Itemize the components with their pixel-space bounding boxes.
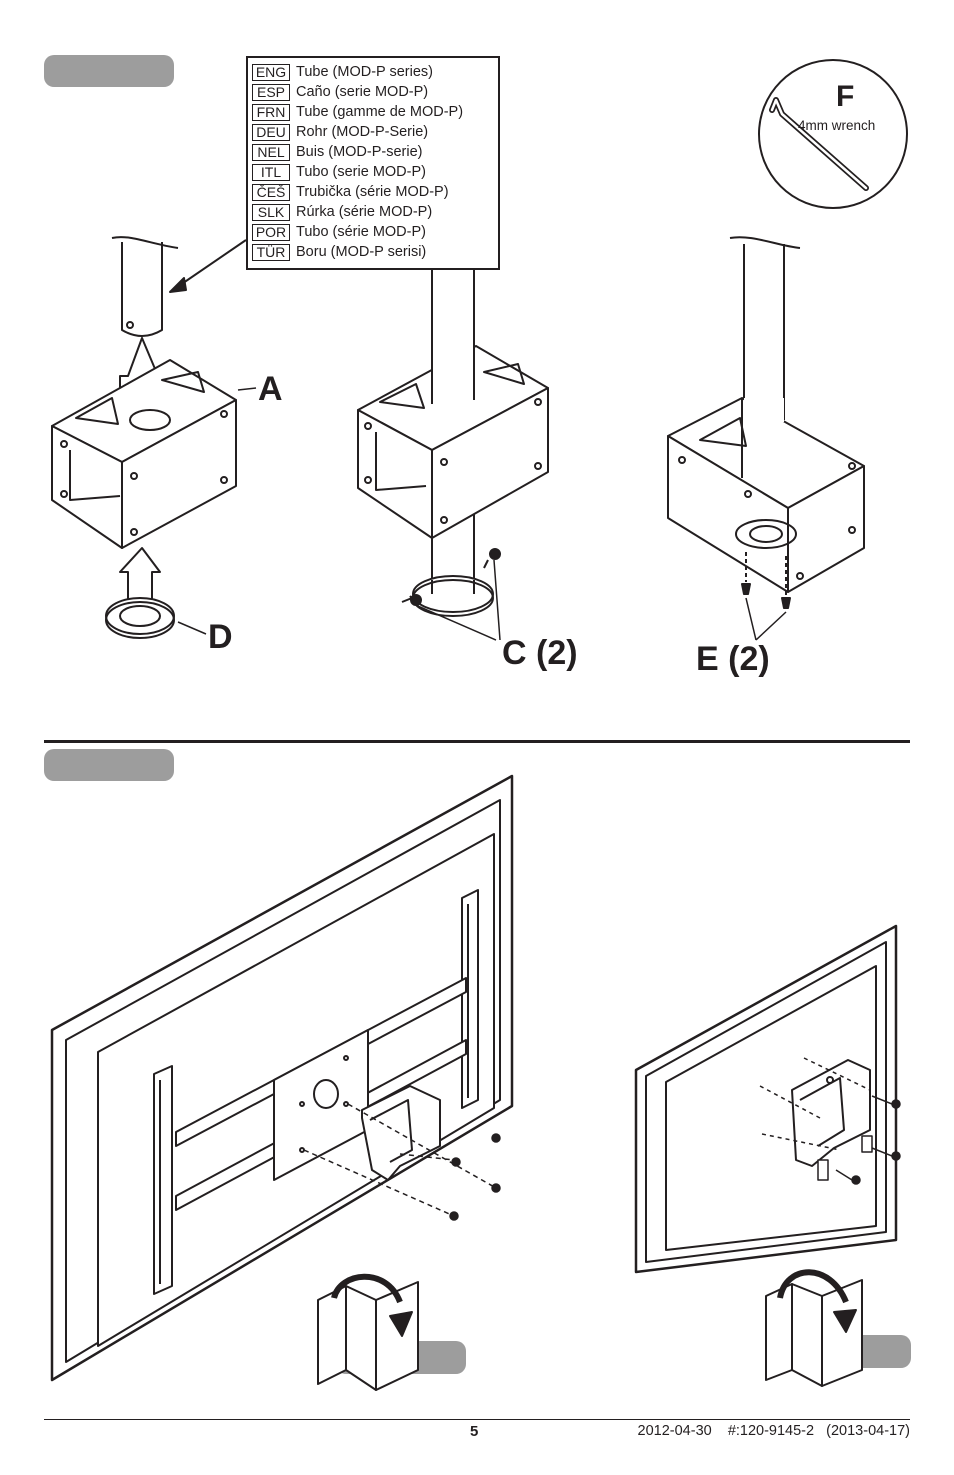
callout-e: E (2) xyxy=(696,640,770,678)
lang-text: Tubo (serie MOD-P) xyxy=(296,164,426,180)
translation-table: ENG Tube (MOD-P series) ESP Caño (serie MO… xyxy=(246,56,500,270)
vertical-rail-left xyxy=(153,1065,173,1295)
lang-row: POR Tubo (série MOD-P) xyxy=(252,222,426,242)
bracket-right xyxy=(791,1059,871,1167)
step-label-2 xyxy=(44,749,174,781)
lang-code: ITL xyxy=(252,163,290,181)
flip-icon-right xyxy=(765,1269,863,1387)
screws-small xyxy=(759,1057,901,1185)
lang-text: Boru (MOD-P serisi) xyxy=(296,244,427,260)
bracket-left xyxy=(361,1085,441,1181)
tube-right xyxy=(729,236,801,420)
tool-letter: F xyxy=(836,80,855,113)
lang-text: Trubička (série MOD-P) xyxy=(296,184,449,200)
adapter-plate xyxy=(273,1029,369,1181)
lang-text: Tubo (série MOD-P) xyxy=(296,224,426,240)
lang-text: Buis (MOD-P-serie) xyxy=(296,144,423,160)
lang-text: Tube (MOD-P series) xyxy=(296,64,433,80)
lang-code: ENG xyxy=(252,63,290,81)
box-e xyxy=(667,397,865,593)
footer-rule xyxy=(44,1419,910,1420)
lang-row: FRN Tube (gamme de MOD-P) xyxy=(252,102,463,122)
lang-row: DEU Rohr (MOD-P-Serie) xyxy=(252,122,428,142)
lang-code: ČEŠ xyxy=(252,183,290,201)
screws-c xyxy=(401,548,501,641)
plate-d xyxy=(105,597,175,639)
callout-a: A xyxy=(258,370,283,408)
lang-code: FRN xyxy=(252,103,290,121)
lang-text: Rohr (MOD-P-Serie) xyxy=(296,124,429,140)
section-divider xyxy=(44,740,910,743)
lang-code: TÜR xyxy=(252,243,290,261)
flange-middle xyxy=(412,575,494,617)
lang-row: ČEŠ Trubička (série MOD-P) xyxy=(252,182,449,202)
lang-code: POR xyxy=(252,223,290,241)
document-info: 2012-04-30 #:120-9145-2 (2013-04-17) xyxy=(637,1423,910,1439)
screws-large xyxy=(303,1103,501,1221)
tool-label: 4mm wrench xyxy=(798,118,876,133)
callout-d: D xyxy=(208,618,233,656)
step-label-1 xyxy=(44,55,174,87)
lang-row: NEL Buis (MOD-P-serie) xyxy=(252,142,422,162)
flip-icon-left xyxy=(317,1273,419,1391)
lang-row: ESP Caño (serie MOD-P) xyxy=(252,82,428,102)
tube-left xyxy=(111,236,179,337)
lang-row: ITL Tubo (serie MOD-P) xyxy=(252,162,426,182)
vertical-rail-right xyxy=(461,889,479,1109)
tool-callout-circle xyxy=(758,59,908,209)
lang-text: Tube (gamme de MOD-P) xyxy=(296,104,464,120)
lang-text: Caño (serie MOD-P) xyxy=(296,84,429,100)
lang-code: SLK xyxy=(252,203,290,221)
lang-row: ENG Tube (MOD-P series) xyxy=(252,62,433,82)
lang-text: Rúrka (série MOD-P) xyxy=(296,204,433,220)
lang-row: SLK Rúrka (série MOD-P) xyxy=(252,202,432,222)
callout-c: C (2) xyxy=(502,634,578,672)
lang-row: TÜR Boru (MOD-P serisi) xyxy=(252,242,426,262)
box-middle xyxy=(357,344,549,539)
wrench-icon xyxy=(769,97,869,191)
lang-code: DEU xyxy=(252,123,290,141)
lang-code: ESP xyxy=(252,83,290,101)
page-number: 5 xyxy=(470,1423,479,1440)
lang-code: NEL xyxy=(252,143,290,161)
box-a xyxy=(51,359,237,549)
screws-e xyxy=(741,552,791,641)
